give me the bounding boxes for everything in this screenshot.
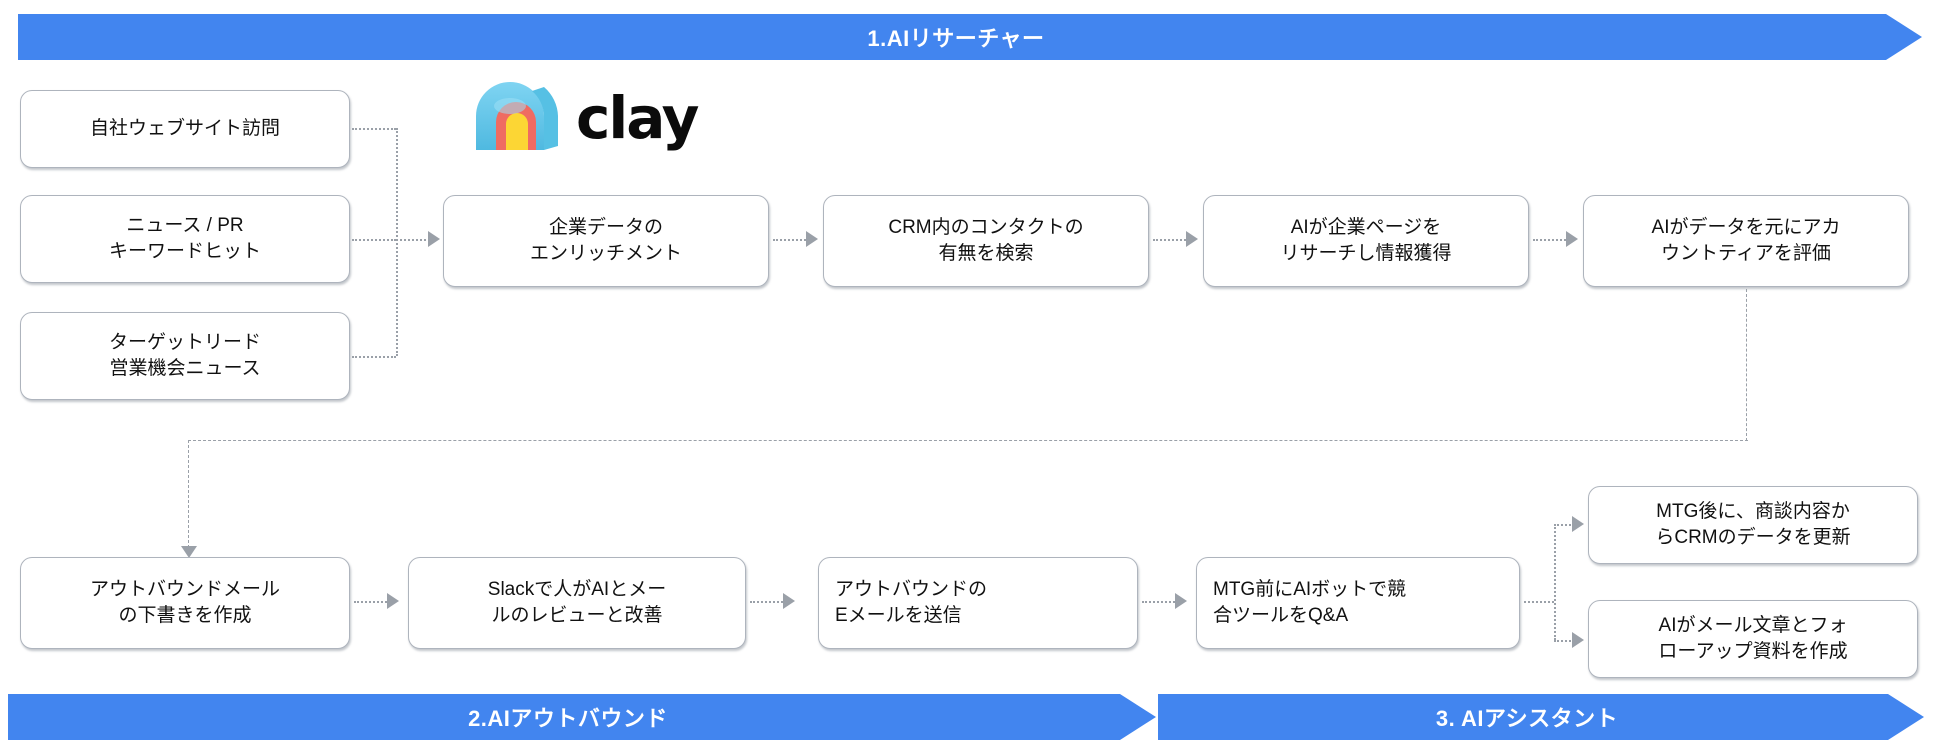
outbound-step-3[interactable]: アウトバウンドの Eメールを送信 bbox=[818, 557, 1138, 649]
connector-ob1-ob2 bbox=[354, 601, 390, 603]
banner-shape bbox=[1158, 694, 1924, 740]
connector-arrow-assistant bbox=[1175, 593, 1187, 609]
connector-step3-step4 bbox=[1533, 239, 1569, 241]
connector-branch-bottom bbox=[1554, 640, 1574, 642]
connector-ob3-assistant bbox=[1142, 601, 1178, 603]
researcher-step-4[interactable]: AIがデータを元にアカ ウントティアを評価 bbox=[1583, 195, 1909, 287]
connector-arrow-step2 bbox=[806, 231, 818, 247]
banner-shape bbox=[8, 694, 1156, 740]
connector-step2-step3 bbox=[1153, 239, 1189, 241]
banner-label-researcher: 1.AIリサーチャー bbox=[867, 26, 1045, 51]
connector-arrow-to-outbound bbox=[181, 546, 197, 558]
trigger-box-1[interactable]: 自社ウェブサイト訪問 bbox=[20, 90, 350, 168]
researcher-step-1[interactable]: 企業データの エンリッチメント bbox=[443, 195, 769, 287]
connector-arrow-output-2 bbox=[1572, 632, 1584, 648]
connector-arrow-output-1 bbox=[1572, 516, 1584, 532]
connector-trigger-spine bbox=[396, 128, 398, 356]
connector-ob2-ob3 bbox=[750, 601, 786, 603]
connector-arrow-ob3 bbox=[783, 593, 795, 609]
trigger-box-2[interactable]: ニュース / PR キーワードヒット bbox=[20, 195, 350, 283]
connector-wrap-across bbox=[188, 440, 1748, 441]
assistant-output-1[interactable]: MTG後に、商談内容か らCRMのデータを更新 bbox=[1588, 486, 1918, 564]
connector-trigger1 bbox=[352, 128, 396, 130]
researcher-step-2[interactable]: CRM内のコンタクトの 有無を検索 bbox=[823, 195, 1149, 287]
outbound-step-1[interactable]: アウトバウンドメール の下書きを作成 bbox=[20, 557, 350, 649]
clay-arch-logo-icon bbox=[476, 82, 558, 150]
connector-wrap-down-left bbox=[188, 440, 189, 548]
connector-assistant-branch-spine bbox=[1554, 524, 1556, 640]
connector-trigger2 bbox=[352, 239, 396, 241]
banner-label-outbound: 2.AIアウトバウンド bbox=[468, 706, 668, 731]
clay-wordmark: clay bbox=[576, 84, 699, 152]
connector-branch-top bbox=[1554, 524, 1574, 526]
clay-logo: clay bbox=[470, 82, 699, 154]
connector-trigger-out bbox=[396, 239, 430, 241]
connector-arrow-to-step1 bbox=[428, 231, 440, 247]
connector-trigger3 bbox=[352, 356, 396, 358]
trigger-box-3[interactable]: ターゲットリード 営業機会ニュース bbox=[20, 312, 350, 400]
connector-assistant-branch bbox=[1524, 601, 1554, 603]
section-banner-assistant: 3. AIアシスタント bbox=[1158, 694, 1924, 740]
assistant-step-1[interactable]: MTG前にAIボットで競 合ツールをQ&A bbox=[1196, 557, 1520, 649]
connector-wrap-down-right bbox=[1746, 289, 1747, 441]
section-banner-researcher: 1.AIリサーチャー bbox=[18, 14, 1922, 60]
assistant-output-2[interactable]: AIがメール文章とフォ ローアップ資料を作成 bbox=[1588, 600, 1918, 678]
outbound-step-2[interactable]: Slackで人がAIとメー ルのレビューと改善 bbox=[408, 557, 746, 649]
connector-arrow-step3 bbox=[1186, 231, 1198, 247]
connector-arrow-step4 bbox=[1566, 231, 1578, 247]
banner-label-assistant: 3. AIアシスタント bbox=[1435, 706, 1619, 731]
section-banner-outbound: 2.AIアウトバウンド bbox=[8, 694, 1156, 740]
banner-shape bbox=[18, 14, 1922, 60]
researcher-step-3[interactable]: AIが企業ページを リサーチし情報獲得 bbox=[1203, 195, 1529, 287]
connector-arrow-ob2 bbox=[387, 593, 399, 609]
connector-step1-step2 bbox=[773, 239, 809, 241]
